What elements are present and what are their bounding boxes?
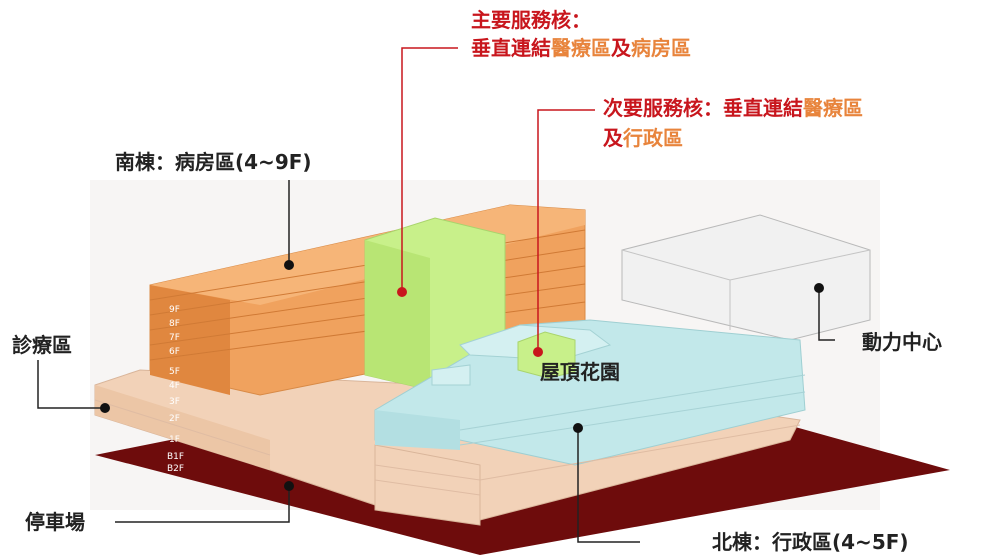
- floor-label: B1F: [167, 452, 185, 462]
- rooftop-garden-label: 屋頂花園: [540, 360, 620, 384]
- floor-label: 4F: [169, 381, 180, 391]
- power-center-block: [621, 214, 871, 341]
- primary-core-desc-a: 垂直連結: [471, 36, 551, 60]
- primary-core-desc-b: 醫療區: [551, 36, 611, 60]
- dot-clinic: [100, 403, 110, 413]
- parking-label: 停車場: [25, 510, 85, 534]
- dot-power: [814, 283, 824, 293]
- dot-north: [573, 423, 583, 433]
- primary-core-title: 主要服務核：: [471, 8, 591, 32]
- secondary-core-desc-c: 及: [603, 126, 623, 150]
- secondary-core-desc-d: 行政區: [623, 126, 683, 150]
- north-admin-step: [431, 364, 471, 386]
- anchor-dots: [100, 260, 824, 491]
- leader-lines: [37, 47, 835, 543]
- leader-clinic: [37, 360, 105, 409]
- dot-secondary-core: [533, 347, 543, 357]
- south-ward-end: [150, 285, 230, 395]
- floor-label: 5F: [169, 367, 180, 377]
- floor-label: 8F: [169, 319, 180, 329]
- clinic-podium-north-front: [374, 444, 481, 526]
- primary-core-desc: 垂直連結醫療區及病房區: [471, 36, 691, 60]
- primary-core-desc-c: 及: [611, 36, 631, 60]
- secondary-core-desc-a: 次要服務核：垂直連結: [603, 96, 803, 120]
- secondary-core-line1: 次要服務核：垂直連結醫療區: [603, 96, 863, 120]
- dot-primary-core: [397, 287, 407, 297]
- leader-power: [818, 288, 835, 341]
- secondary-core-cube: [517, 331, 576, 379]
- floor-label: 1F: [169, 435, 180, 445]
- primary-core-desc-d: 病房區: [631, 36, 691, 60]
- leader-secondary-core: [537, 109, 595, 352]
- floor-label: 9F: [169, 305, 180, 315]
- floor-label: B2F: [167, 464, 185, 474]
- leader-north: [577, 428, 640, 543]
- dot-parking: [284, 481, 294, 491]
- floor-label: 7F: [169, 333, 180, 343]
- leader-parking: [115, 486, 290, 523]
- floor-label: 2F: [169, 414, 180, 424]
- secondary-core-line2: 及行政區: [603, 126, 683, 150]
- secondary-core-desc-b: 醫療區: [803, 96, 863, 120]
- north-building-label: 北棟：行政區(4~5F): [712, 530, 909, 554]
- south-building-label: 南棟：病房區(4~9F): [115, 150, 312, 174]
- primary-core-face: [365, 240, 430, 390]
- clinic-area-label: 診療區: [12, 333, 72, 357]
- floor-label: 6F: [169, 347, 180, 357]
- power-center-label: 動力中心: [862, 330, 942, 354]
- north-admin-front: [375, 410, 460, 450]
- north-admin-floorlines: [459, 374, 806, 446]
- clinic-floorlines: [94, 399, 801, 496]
- dot-south: [284, 260, 294, 270]
- floor-label: 3F: [169, 397, 180, 407]
- leader-primary-core: [401, 47, 458, 292]
